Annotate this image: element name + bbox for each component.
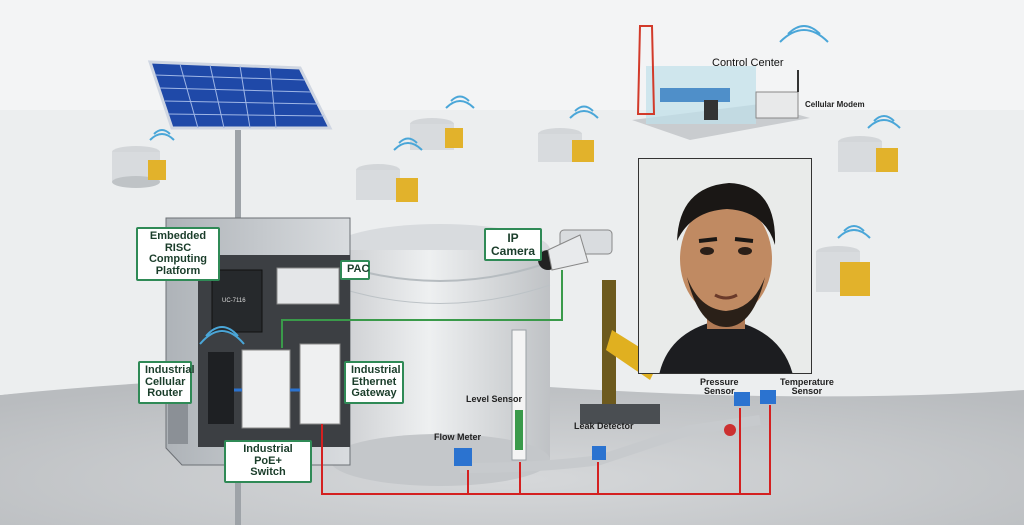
gateway-label-line1: Industrial bbox=[351, 364, 401, 376]
ip-camera bbox=[538, 229, 613, 271]
level-sensor-text: Level Sensor bbox=[466, 394, 523, 404]
distant-well-5 bbox=[838, 115, 901, 172]
temperature-sensor-device bbox=[760, 390, 776, 404]
embedded-label-line1: Embedded RISC bbox=[149, 230, 207, 254]
person-portrait bbox=[639, 159, 811, 373]
distant-well-1 bbox=[112, 129, 175, 188]
router-label-line1: Industrial bbox=[145, 364, 195, 376]
gateway-label-line2: Ethernet bbox=[351, 375, 397, 388]
valve bbox=[724, 424, 736, 436]
router-label-line3: Router bbox=[147, 387, 183, 400]
embedded-computer-device bbox=[211, 269, 263, 333]
person-photo bbox=[638, 158, 812, 374]
flow-meter-label: Flow Meter bbox=[434, 432, 482, 442]
leak-detector-text: Leak Detector bbox=[574, 421, 634, 431]
green-data-wire bbox=[281, 270, 563, 348]
poe-label-line1: Industrial PoE+ bbox=[243, 443, 293, 467]
embedded-platform-label: Embedded RISC Computing Platform bbox=[136, 227, 220, 282]
gateway-label-line3: Gateway bbox=[351, 387, 397, 400]
pipeline bbox=[459, 415, 761, 473]
ip-camera-label-text: IP Camera bbox=[491, 231, 536, 258]
embedded-label-line2: Computing bbox=[148, 253, 208, 266]
pressure-label-line2: Sensor bbox=[704, 386, 735, 397]
cellular-modem-label: Cellular Modem bbox=[805, 100, 865, 109]
distant-well-4 bbox=[538, 105, 599, 162]
pac-label-text: PAC bbox=[347, 263, 370, 275]
temperature-sensor-label: Temperature Sensor bbox=[780, 377, 834, 397]
leak-detector-device bbox=[592, 446, 606, 460]
flow-meter-text: Flow Meter bbox=[434, 432, 482, 442]
pac-label: PAC bbox=[340, 260, 370, 280]
pac-device bbox=[276, 267, 340, 305]
cellular-router-label: Industrial Cellular Router bbox=[138, 361, 195, 404]
pressure-label-line1: Pressure bbox=[700, 377, 739, 387]
distant-well-3 bbox=[356, 137, 423, 202]
poe-label-line2: Switch bbox=[250, 466, 286, 479]
flow-meter-device bbox=[454, 448, 472, 466]
red-sensor-wire bbox=[321, 405, 771, 495]
embedded-label-line3: Platform bbox=[155, 264, 201, 277]
level-sensor-label: Level Sensor bbox=[466, 394, 523, 404]
distant-well-6 bbox=[816, 225, 871, 296]
pressure-sensor-label: Pressure Sensor bbox=[700, 377, 739, 397]
temperature-label-line2: Sensor bbox=[791, 386, 823, 397]
router-wifi-waves bbox=[199, 326, 245, 345]
ethernet-gateway-device bbox=[299, 343, 341, 425]
poe-switch-label: Industrial PoE+ Switch bbox=[224, 440, 312, 483]
ethernet-gateway-label: Industrial Ethernet Gateway bbox=[344, 361, 404, 404]
router-label-line2: Cellular bbox=[145, 375, 186, 388]
level-sensor-fill bbox=[515, 410, 523, 450]
leak-detector-label: Leak Detector bbox=[574, 421, 634, 431]
poe-switch-device bbox=[241, 349, 291, 429]
control-center-building bbox=[632, 25, 829, 140]
ip-camera-label: IP Camera bbox=[484, 228, 542, 262]
temperature-label-line1: Temperature bbox=[780, 377, 834, 387]
uc-device-text: UC-7116 bbox=[222, 298, 246, 304]
control-center-label: Control Center bbox=[712, 57, 784, 69]
pressure-sensor-device bbox=[734, 392, 750, 406]
distant-well-2 bbox=[410, 95, 475, 150]
cellular-router-device bbox=[208, 352, 234, 424]
